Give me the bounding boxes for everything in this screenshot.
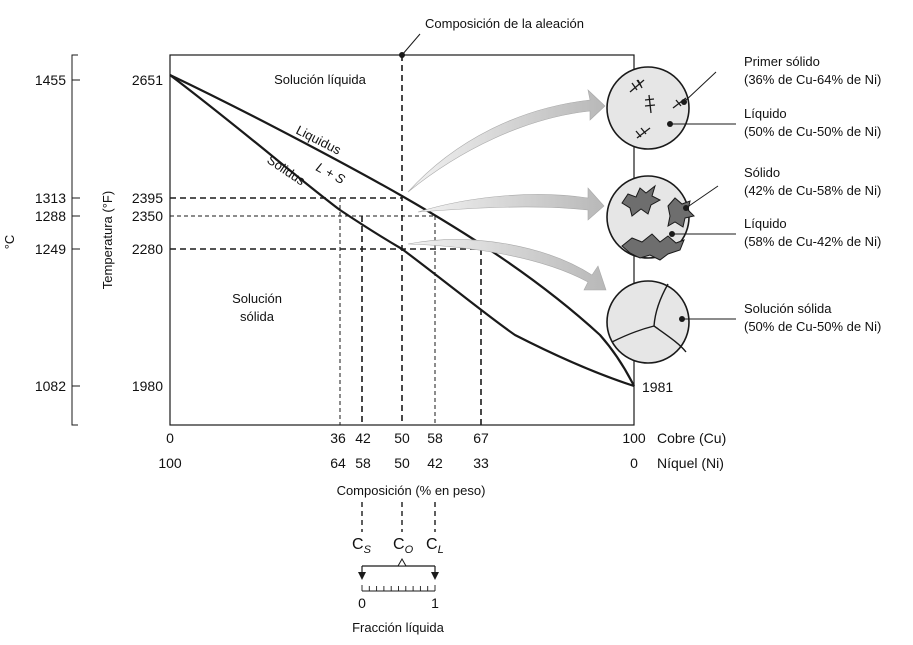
label-solid-solution-detail: (50% de Cu-50% de Ni) [744,319,881,334]
lever-cl-label: CL [426,536,444,556]
micro-circle-solid [606,280,690,364]
grain-boundary-2 [611,325,655,343]
celsius-unit-label: °C [2,235,17,250]
fahrenheit-axis-label: Temperatura (°F) [100,191,115,289]
lever-right-arrowhead [431,572,439,580]
copper-tick-67: 67 [473,430,489,446]
celsius-tick-1082: 1082 [35,378,66,394]
copper-tick-100: 100 [622,430,646,446]
lever-fulcrum [397,557,407,567]
celsius-tick-1249: 1249 [35,241,66,257]
leader-dot-liquid-1 [667,121,673,127]
nickel-tick-33: 33 [473,455,489,471]
fraction-one-label: 1 [431,595,439,611]
copper-tick-36: 36 [330,430,346,446]
label-liquid-2: Líquido [744,216,787,231]
copper-tick-0: 0 [166,430,174,446]
nickel-tick-50: 50 [394,455,410,471]
solid-dendrite-1 [621,184,662,217]
celsius-tick-1455: 1455 [35,72,66,88]
fraction-zero-label: 0 [358,595,366,611]
label-first-solid-detail: (36% de Cu-64% de Ni) [744,72,881,87]
arrow-to-micro-3 [407,239,607,291]
composition-axis-title: Composición (% en peso) [337,483,486,498]
label-solid-2-detail: (42% de Cu-58% de Ni) [744,183,881,198]
fahrenheit-tick-2280: 2280 [132,241,163,257]
nickel-axis-label: Níquel (Ni) [657,455,724,471]
celsius-tick-marks [72,79,80,387]
nickel-tick-58: 58 [355,455,371,471]
copper-tick-50: 50 [394,430,410,446]
nickel-tick-42: 42 [427,455,443,471]
composition-callout: Composición de la aleación [425,16,584,31]
label-first-solid: Primer sólido [744,54,820,69]
celsius-tick-1288: 1288 [35,208,66,224]
liquid-region-label: Solución líquida [274,72,367,87]
solid-dendrite-3 [621,233,685,261]
nickel-tick-0: 0 [630,455,638,471]
nickel-tick-64: 64 [330,455,346,471]
nickel-tick-100: 100 [158,455,182,471]
label-liquid-2-detail: (58% de Cu-42% de Ni) [744,234,881,249]
celsius-tick-1313: 1313 [35,190,66,206]
fraction-liquid-label: Fracción líquida [352,620,445,635]
lever-cs-label: CS [352,536,372,556]
end-temp-label: 1981 [642,379,673,395]
label-solid-solution: Solución sólida [744,301,832,316]
leader-dot-first-solid [681,99,687,105]
arrow-to-micro-2 [417,187,605,221]
micro-circle-liquidus [606,66,690,150]
solid-dendrite-2 [667,197,695,228]
label-solid-2: Sólido [744,165,780,180]
fahrenheit-tick-2395: 2395 [132,190,163,206]
fahrenheit-tick-1980: 1980 [132,378,163,394]
fraction-scale-ticks [361,585,436,591]
liquidus-curve [169,74,635,387]
grain-boundary-1 [653,283,669,327]
copper-tick-58: 58 [427,430,443,446]
lever-left-arrowhead [358,572,366,580]
composition-callout-leader [401,33,421,56]
arrow-to-micro-1 [407,89,606,193]
leader-dot-solid-2 [683,205,689,211]
leader-solid-2 [685,185,719,209]
copper-axis-label: Cobre (Cu) [657,430,726,446]
fahrenheit-tick-2651: 2651 [132,72,163,88]
leader-dot-solid-solution [679,316,685,322]
lever-co-label: CO [393,536,414,556]
solidus-label: Solidus [264,152,308,189]
solid-region-label-2: sólida [240,309,275,324]
celsius-axis-line [71,54,78,426]
solid-region-label-1: Solución [232,291,282,306]
label-liquid-1-detail: (50% de Cu-50% de Ni) [744,124,881,139]
label-liquid-1: Líquido [744,106,787,121]
copper-tick-42: 42 [355,430,371,446]
leader-dot-liquid-2 [669,231,675,237]
grain-boundary-3 [653,325,687,353]
leader-first-solid [683,71,717,103]
fahrenheit-tick-2350: 2350 [132,208,163,224]
